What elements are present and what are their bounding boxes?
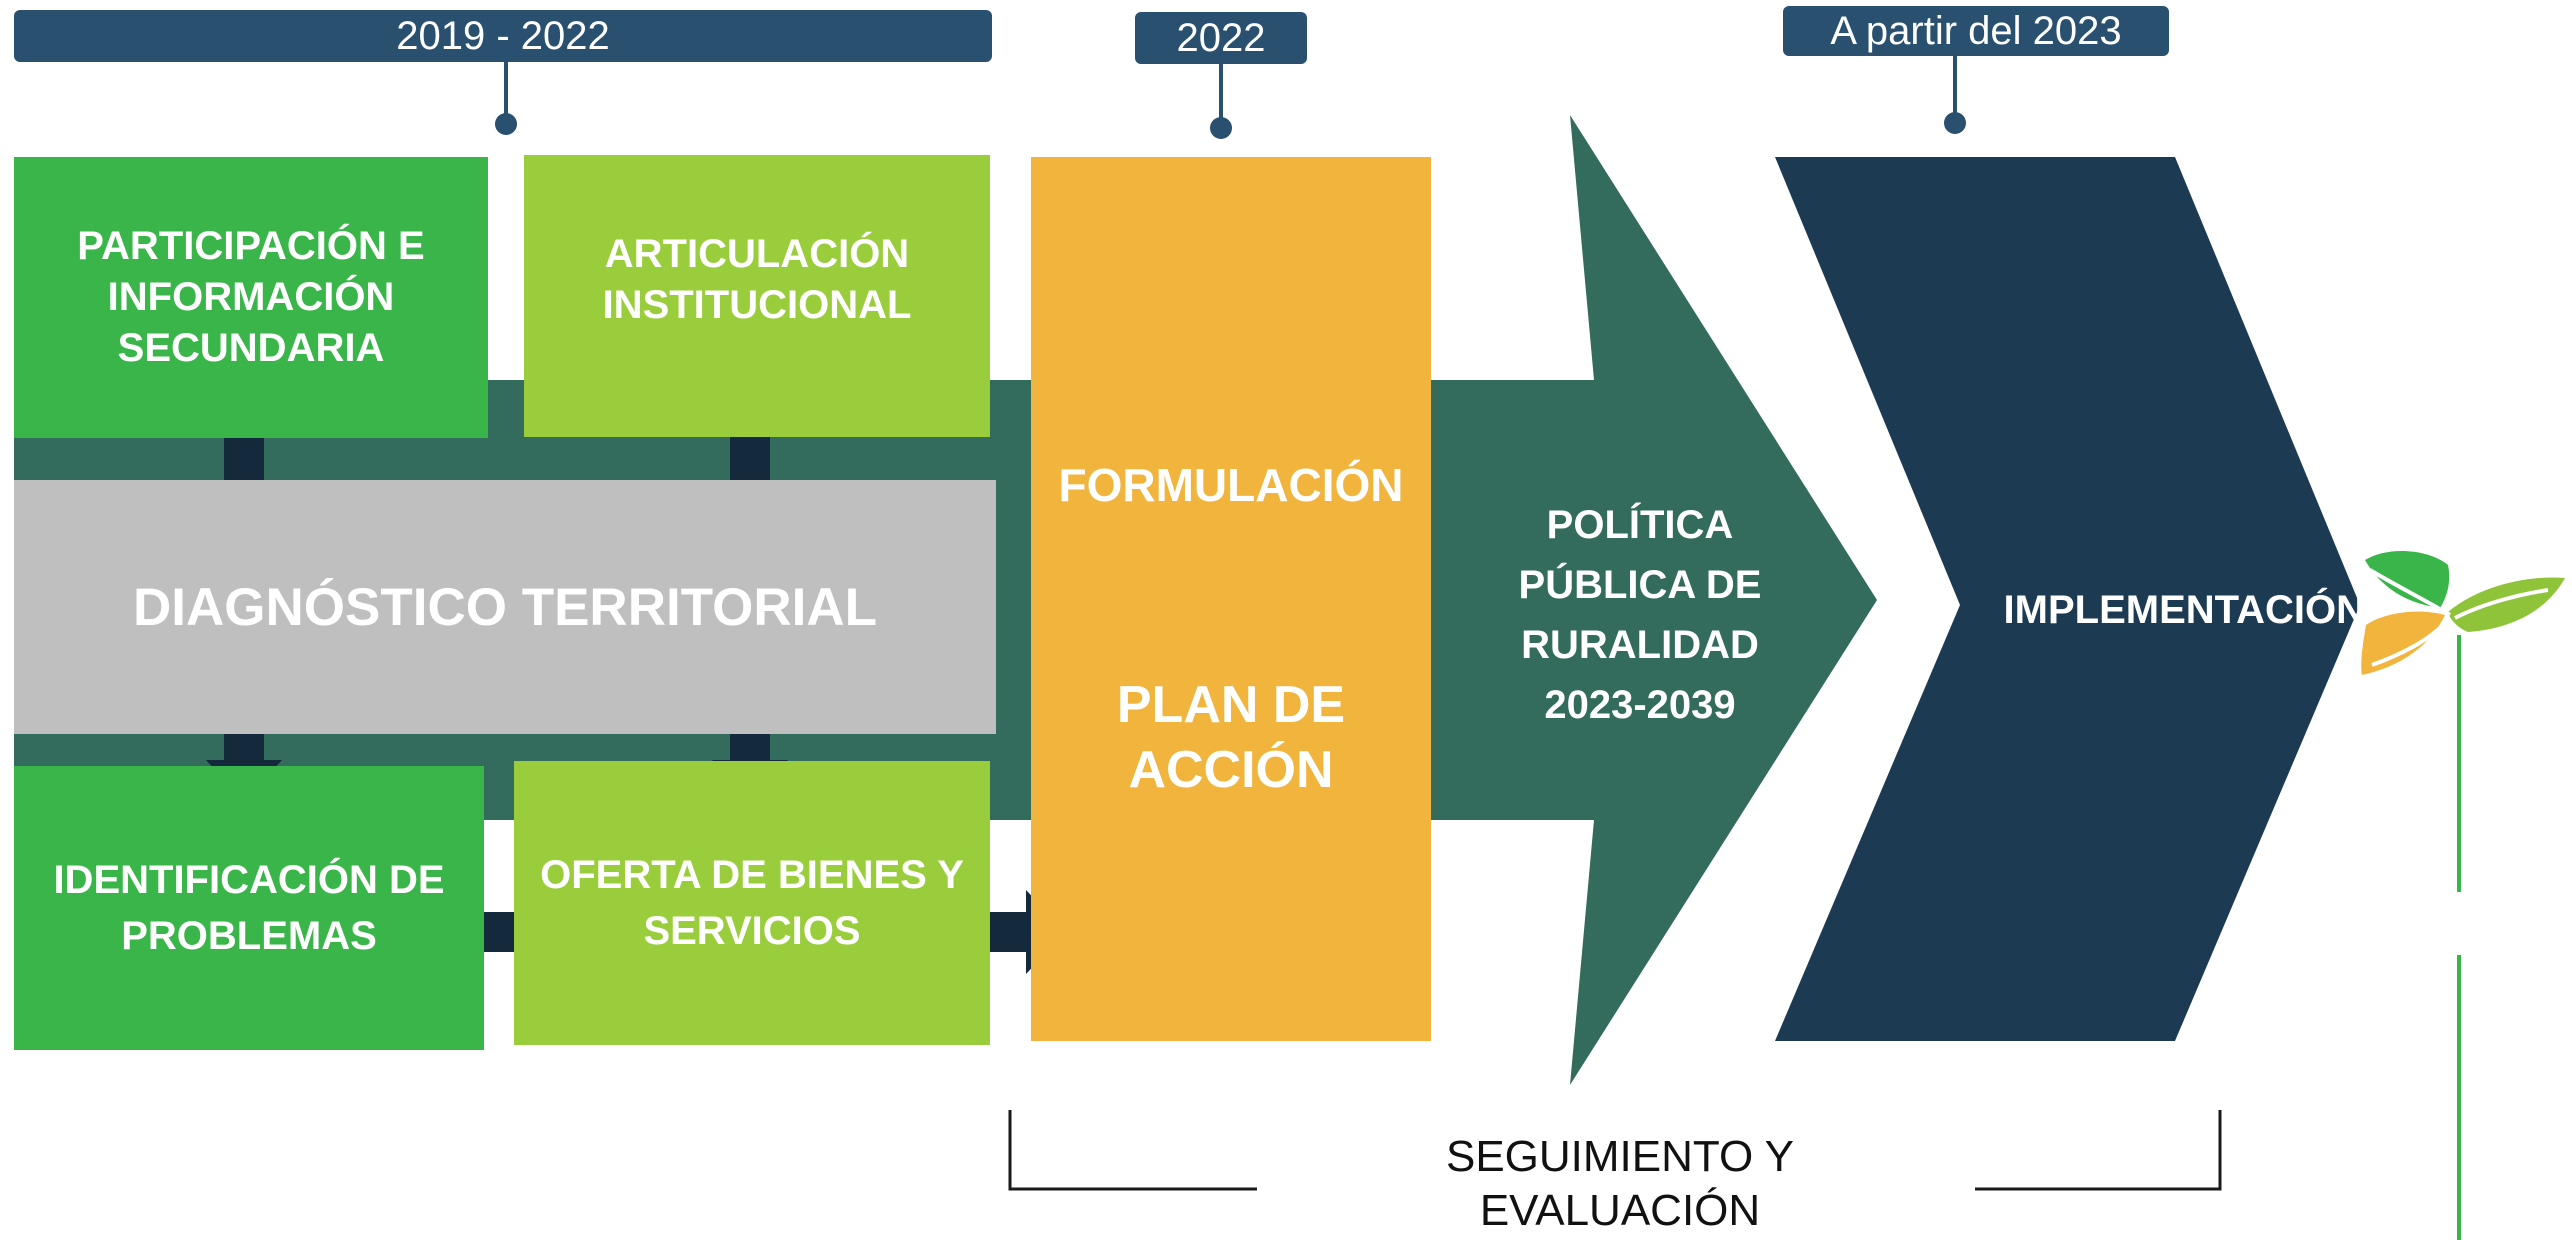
participacion-box: PARTICIPACIÓN E INFORMACIÓN SECUNDARIA — [14, 157, 488, 438]
timeline-dot-2 — [1210, 117, 1232, 139]
policy-arrow-head — [1420, 115, 1877, 1085]
timeline-period-2023: A partir del 2023 — [1783, 6, 2169, 56]
plan-de-accion-label: PLAN DE ACCIÓN — [1116, 676, 1346, 799]
timeline-period-2019-2022: 2019 - 2022 — [14, 10, 992, 62]
timeline-dot-3 — [1944, 112, 1966, 134]
politica-publica-label: POLÍTICA PÚBLICA DE RURALIDAD 2023-2039 — [1518, 503, 1762, 727]
seguimiento-evaluacion-label: SEGUIMIENTO Y EVALUACIÓN — [1445, 1132, 1794, 1235]
timeline-period-2022: 2022 — [1135, 12, 1307, 64]
implementation-chevron — [1775, 157, 2360, 1041]
identificacion-box: IDENTIFICACIÓN DE PROBLEMAS — [14, 766, 484, 1050]
bracket-right — [1975, 1110, 2222, 1191]
oferta-box: OFERTA DE BIENES Y SERVICIOS — [514, 761, 990, 1045]
connector-top-left — [224, 436, 264, 480]
sprout-icon — [2361, 550, 2565, 675]
arrow-right-to-formulacion — [990, 890, 1066, 974]
timeline-dot-1 — [495, 113, 517, 135]
bracket-left — [1008, 1110, 1257, 1191]
formulacion-box — [1031, 157, 1431, 1041]
connector-bottom-middle — [484, 912, 514, 952]
articulacion-box: ARTICULACIÓN INSTITUCIONAL — [524, 155, 990, 437]
formulacion-label: FORMULACIÓN — [1058, 459, 1404, 511]
diagnostico-territorial-box: DIAGNÓSTICO TERRITORIAL — [14, 480, 996, 734]
connector-top-right — [730, 436, 770, 480]
implementacion-label: IMPLEMENTACIÓN — [2003, 587, 2365, 632]
